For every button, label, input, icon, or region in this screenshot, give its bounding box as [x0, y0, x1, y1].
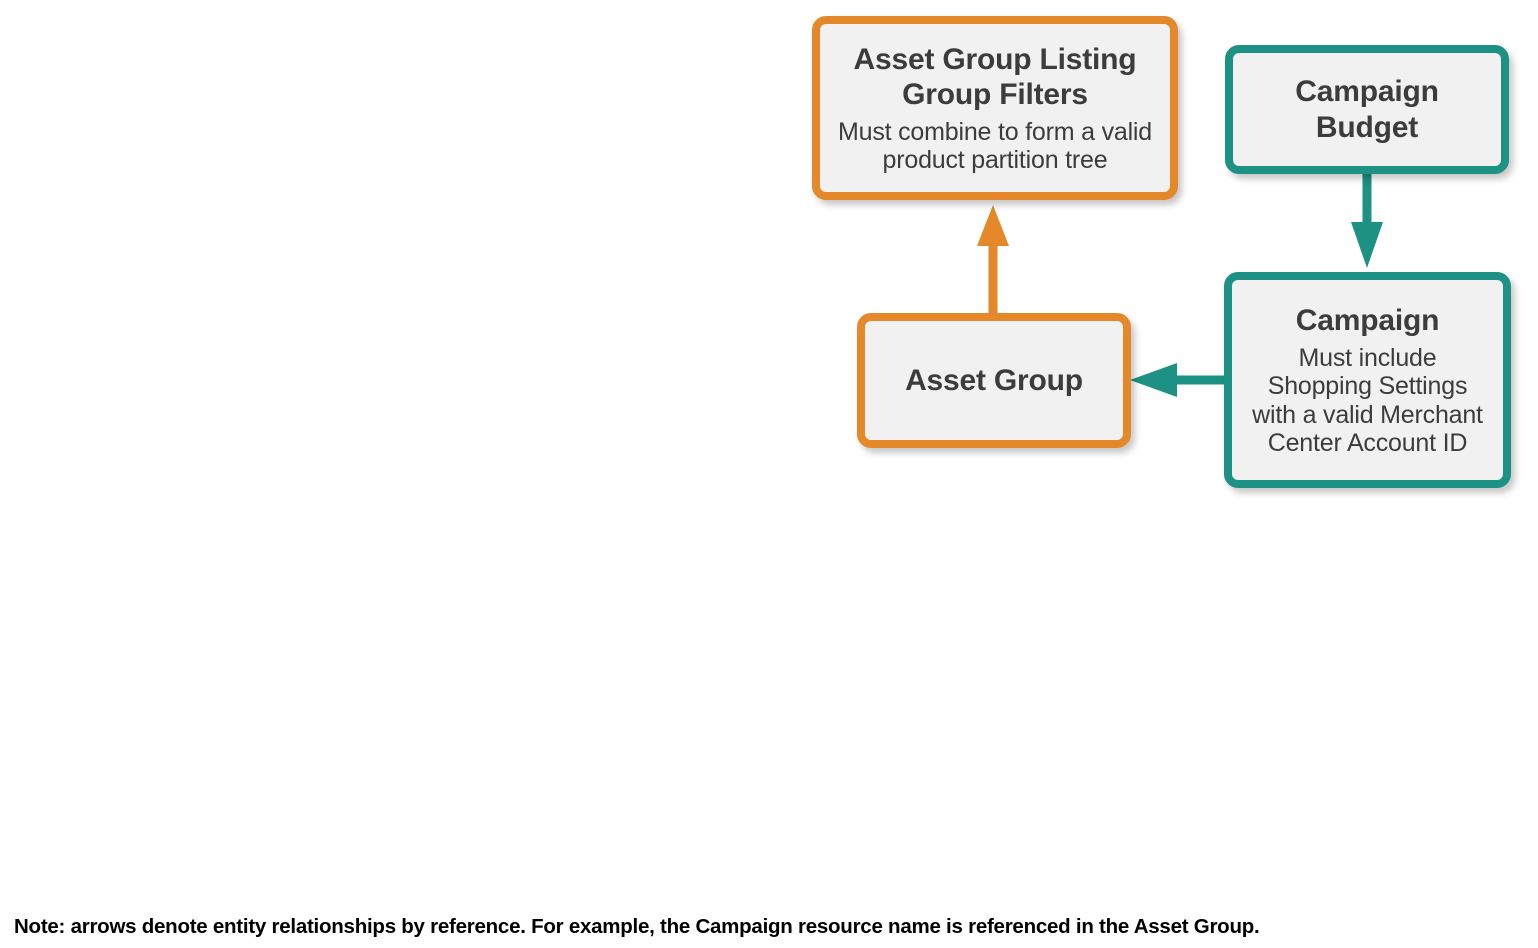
node-title-line: Campaign	[1295, 303, 1440, 337]
node-asset-group-listing-group-filters[interactable]: Asset Group Listing Group Filters Must c…	[812, 16, 1178, 200]
node-title: Asset Group Listing Group Filters	[854, 42, 1137, 112]
edge-campaign-to-asset-group	[1130, 363, 1226, 397]
node-title: Asset Group	[905, 363, 1083, 398]
node-subtitle-line: Must include	[1298, 344, 1437, 373]
node-title-line: Budget	[1315, 110, 1419, 144]
node-subtitle-line: Must combine to form a valid	[838, 117, 1152, 146]
node-subtitle: Must include Shopping Settings with a va…	[1252, 344, 1483, 457]
node-campaign-budget[interactable]: Campaign Budget	[1225, 45, 1509, 174]
node-title-line: Asset Group	[905, 363, 1083, 397]
node-subtitle-line: Center Account ID	[1267, 428, 1468, 457]
arrowhead-left-icon	[1130, 363, 1177, 397]
node-campaign[interactable]: Campaign Must include Shopping Settings …	[1224, 272, 1511, 488]
edge-asset-group-to-filters	[977, 205, 1009, 314]
node-subtitle-line: Shopping Settings	[1267, 372, 1468, 401]
node-title-line: Asset Group Listing	[853, 42, 1137, 76]
node-subtitle: Must combine to form a valid product par…	[838, 118, 1152, 175]
node-title-line: Group Filters	[902, 77, 1088, 111]
node-asset-group[interactable]: Asset Group	[857, 313, 1131, 448]
arrowhead-up-icon	[977, 205, 1009, 246]
node-title: Campaign	[1295, 303, 1440, 338]
arrowhead-down-icon	[1351, 222, 1383, 268]
node-subtitle-line: product partition tree	[882, 146, 1108, 175]
node-title: Campaign Budget	[1295, 74, 1439, 144]
edge-campaign-budget-to-campaign	[1351, 172, 1383, 268]
node-title-line: Campaign	[1295, 75, 1439, 109]
node-subtitle-line: with a valid Merchant	[1252, 400, 1483, 429]
footer-note: Note: arrows denote entity relationships…	[14, 915, 1260, 938]
